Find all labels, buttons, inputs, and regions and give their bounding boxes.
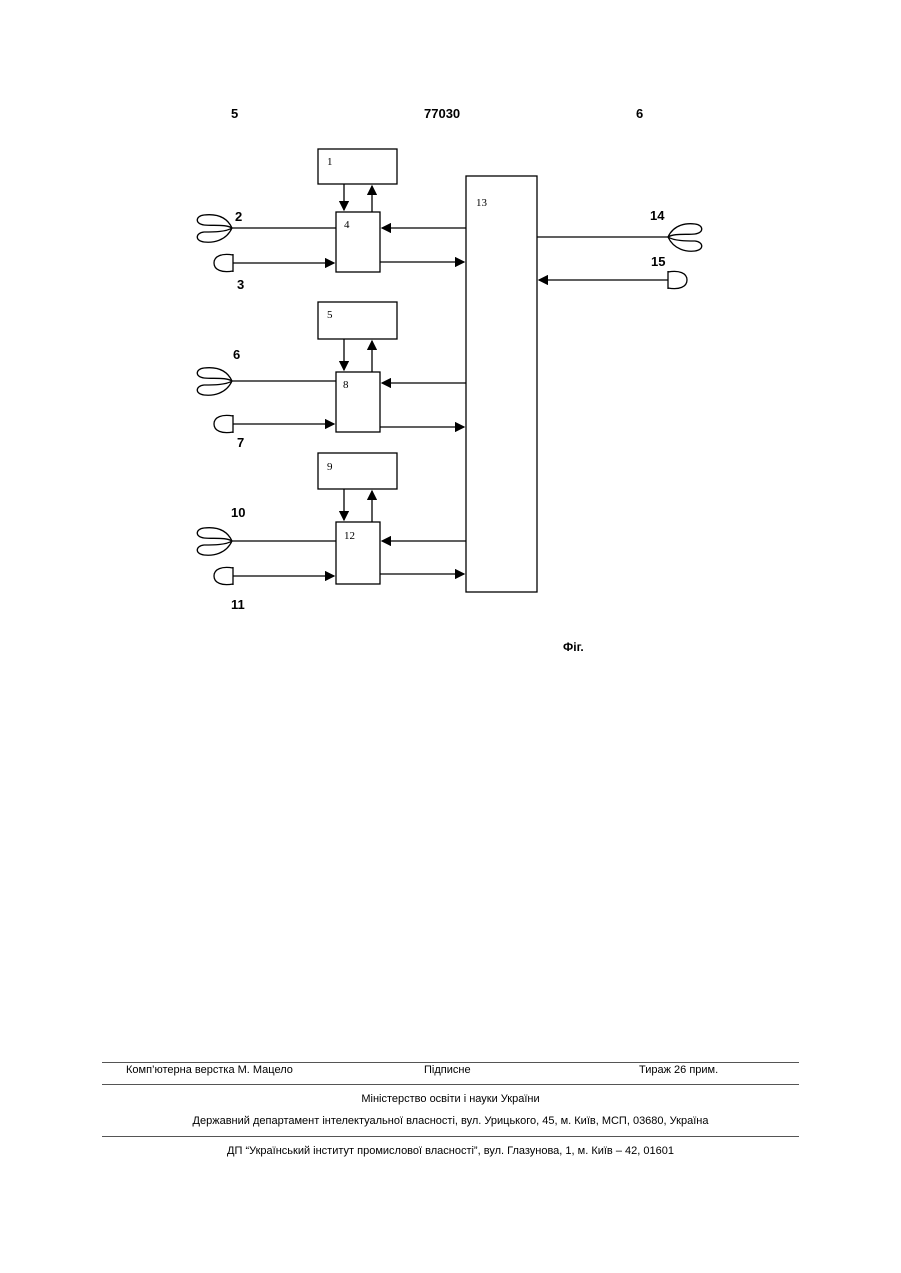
subscription-note: Підписне	[424, 1064, 471, 1076]
block-12	[336, 522, 380, 584]
institute-line: ДП “Український інститут промислової вла…	[102, 1145, 799, 1157]
terminal-7-symbol	[214, 415, 233, 433]
terminal-label-7: 7	[237, 435, 244, 450]
block-label-8: 8	[343, 379, 349, 391]
terminal-6-symbol	[197, 368, 232, 396]
block-label-9: 9	[327, 461, 333, 473]
layout-credit: Комп’ютерна верстка М. Мацело	[126, 1064, 293, 1076]
block-label-13: 13	[476, 197, 488, 209]
block-label-4: 4	[344, 219, 350, 231]
footer-rule-bottom	[102, 1136, 799, 1137]
figure-caption: Фіг.	[563, 640, 584, 654]
terminal-label-15: 15	[651, 254, 665, 269]
department-line: Державний департамент інтелектуальної вл…	[102, 1115, 799, 1127]
terminal-label-10: 10	[231, 505, 245, 520]
block-diagram: 1 4 5 8 9 12 13 2 3 6 7 10 11 14 15	[0, 0, 901, 700]
block-label-12: 12	[344, 530, 355, 542]
block-label-1: 1	[327, 156, 333, 168]
block-label-5: 5	[327, 309, 333, 321]
ministry-line: Міністерство освіти і науки України	[102, 1093, 799, 1105]
terminal-label-3: 3	[237, 277, 244, 292]
terminal-15-symbol	[668, 271, 687, 289]
terminal-10-symbol	[197, 528, 232, 556]
terminal-11-symbol	[214, 567, 233, 585]
block-4	[336, 212, 380, 272]
terminal-label-14: 14	[650, 208, 665, 223]
terminal-3-symbol	[214, 254, 233, 272]
terminal-2-symbol	[197, 215, 232, 243]
terminal-label-6: 6	[233, 347, 240, 362]
circulation-note: Тираж 26 прим.	[639, 1064, 718, 1076]
footer-rule-middle	[102, 1084, 799, 1085]
terminal-label-2: 2	[235, 209, 242, 224]
terminal-14-symbol	[668, 224, 702, 252]
footer-rule-top	[102, 1062, 799, 1063]
block-13	[466, 176, 537, 592]
terminal-label-11: 11	[231, 597, 245, 612]
